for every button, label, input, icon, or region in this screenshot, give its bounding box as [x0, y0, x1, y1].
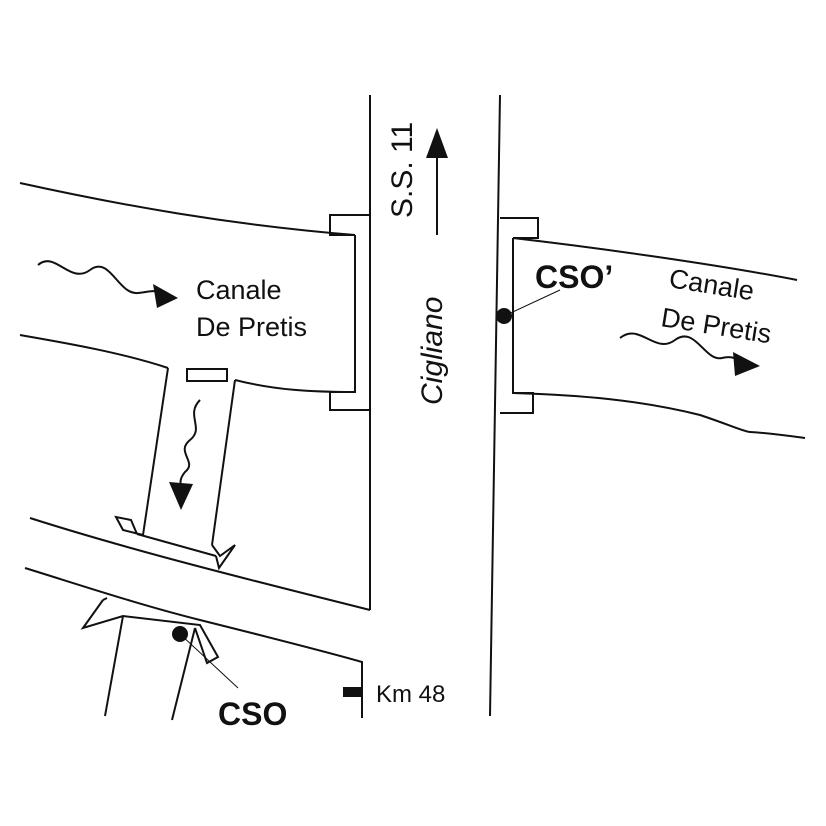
cso-prime-label: CSO’	[535, 259, 613, 295]
canal-right	[512, 237, 806, 439]
cso-prime-marker	[496, 289, 561, 324]
flow-arrow-down-icon	[169, 399, 201, 510]
cso-marker	[172, 626, 239, 689]
km-marker-label: Km 48	[376, 681, 445, 708]
town-direction-label: Cigliano	[416, 297, 449, 405]
outlet-bracket	[80, 597, 220, 721]
direction-arrow-icon	[426, 128, 448, 235]
cso-label: CSO	[218, 696, 287, 732]
km-tick-icon	[343, 687, 363, 697]
branch-channel	[142, 367, 236, 546]
flow-arrow-right-icon	[619, 332, 760, 376]
canal-lower	[24, 517, 371, 718]
road-name-label: S.S. 11	[386, 122, 419, 218]
canal-right-label-line2: De Pretis	[659, 302, 773, 349]
flow-arrow-left-icon	[37, 260, 178, 308]
canal-left-label-line2: De Pretis	[196, 312, 307, 342]
road-ss11	[369, 94, 501, 717]
canal-left	[19, 182, 356, 393]
culvert-left	[329, 214, 370, 411]
canal-left-label-line1: Canale	[196, 275, 282, 305]
junction-bracket-upper	[114, 515, 236, 571]
